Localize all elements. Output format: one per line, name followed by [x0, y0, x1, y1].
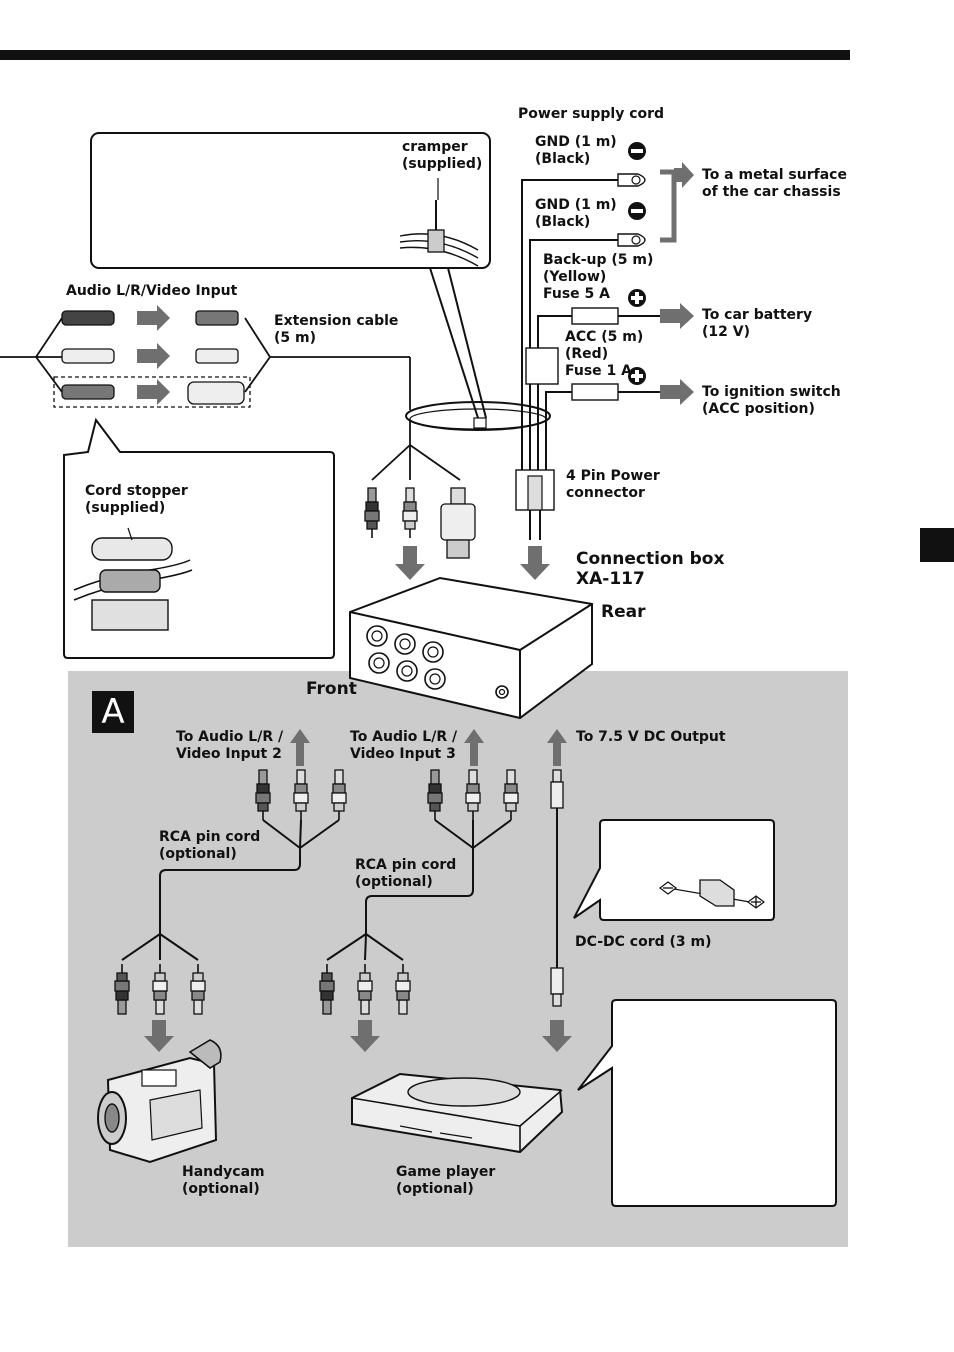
- section-a-badge: A: [92, 691, 134, 733]
- rca-cord-2: [326, 819, 512, 961]
- arrow-icon: [542, 1020, 572, 1052]
- rca-cord1-label: RCA pin cord (optional): [159, 829, 261, 862]
- gnd2-label: GND (1 m) (Black): [535, 197, 617, 230]
- to-dc-output-label: To 7.5 V DC Output: [576, 729, 726, 745]
- arrow-icon: [290, 729, 310, 766]
- connection-box: [349, 576, 593, 720]
- extension-cable-loop: [371, 401, 551, 481]
- rca-cord2-label: RCA pin cord (optional): [355, 857, 457, 890]
- rear-label: Rear: [601, 602, 646, 622]
- cord-stopper-label: Cord stopper (supplied): [85, 483, 188, 516]
- handycam-illustration: [97, 1039, 222, 1164]
- metal-surface-label: To a metal surface of the car chassis: [702, 167, 847, 200]
- rca-plug-icon: [402, 487, 418, 539]
- game-player-illustration: [351, 1072, 564, 1154]
- arrow-icon: [464, 729, 484, 766]
- arrow-icon: [660, 379, 694, 405]
- minus-icon: [628, 202, 646, 220]
- ignition-label: To ignition switch (ACC position): [702, 384, 841, 417]
- acc-label: ACC (5 m) (Red) Fuse 1 A: [565, 329, 644, 379]
- cord-stopper-callout: [63, 417, 335, 659]
- arrow-icon: [350, 1020, 380, 1052]
- side-tab-marker: [920, 528, 954, 562]
- power-supply-cord-label: Power supply cord: [518, 106, 665, 122]
- power-wiring: [515, 169, 677, 540]
- handycam-label: Handycam (optional): [182, 1164, 265, 1197]
- four-pin-label: 4 Pin Power connector: [566, 468, 660, 501]
- connection-box-label: Connection box XA-117: [576, 549, 725, 589]
- arrow-icon: [674, 162, 694, 188]
- arrow-icon: [547, 729, 567, 766]
- arrow-icon: [520, 546, 550, 580]
- plus-icon: [628, 289, 646, 307]
- dc-plug-callout: [573, 819, 775, 921]
- car-battery-label: To car battery (12 V): [702, 307, 813, 340]
- arrow-icon: [660, 303, 694, 329]
- cramper-label: cramper (supplied): [402, 139, 483, 172]
- plus-icon: [628, 367, 646, 385]
- minus-icon: [628, 142, 646, 160]
- backup-label: Back-up (5 m) (Yellow) Fuse 5 A: [543, 252, 654, 302]
- extension-cable-label: Extension cable (5 m): [274, 313, 399, 346]
- to-input2-label: To Audio L/R / Video Input 2: [176, 729, 284, 762]
- rca-plug-icon: [364, 487, 380, 539]
- to-input3-label: To Audio L/R / Video Input 3: [350, 729, 458, 762]
- top-rule: [0, 50, 850, 60]
- av-input-plugs: [0, 305, 411, 410]
- dc-plug-icon: [550, 769, 564, 1007]
- gnd1-label: GND (1 m) (Black): [535, 134, 617, 167]
- cramper-callout: [90, 132, 491, 419]
- info-callout: [577, 999, 837, 1207]
- av-input-label: Audio L/R/Video Input: [66, 283, 238, 299]
- video-plug-icon: [440, 487, 476, 559]
- front-label: Front: [306, 679, 357, 699]
- arrow-icon: [395, 546, 425, 580]
- rca-cord-1: [121, 819, 340, 961]
- game-player-label: Game player (optional): [396, 1164, 496, 1197]
- arrow-icon: [144, 1020, 174, 1052]
- dcdc-cord-label: DC-DC cord (3 m): [575, 934, 712, 950]
